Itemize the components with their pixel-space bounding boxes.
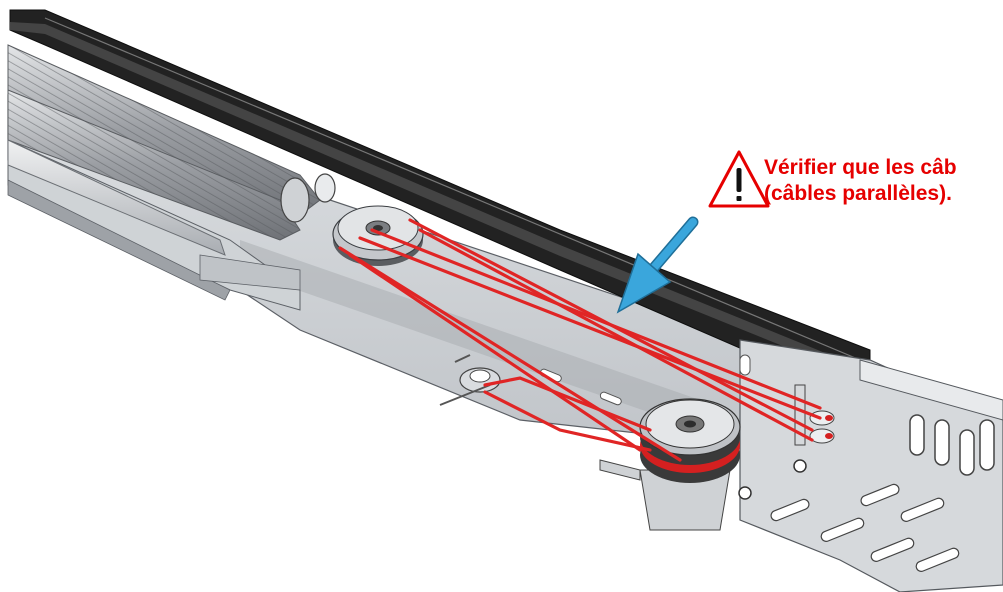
cable-terminals (794, 384, 835, 446)
cable-anchor (439, 354, 501, 406)
end-bracket (738, 339, 1003, 592)
warning-triangle-icon (708, 150, 770, 208)
tension-springs (7, 44, 336, 256)
warning-text-line-1: Vérifier que les câb (764, 156, 957, 179)
warning-text-line-2: (câbles parallèles). (764, 182, 952, 205)
blue-arrow-icon (616, 216, 699, 314)
red-cables (338, 218, 822, 462)
warning-callout: Vérifier que les câb (câbles parallèles)… (706, 148, 1003, 218)
